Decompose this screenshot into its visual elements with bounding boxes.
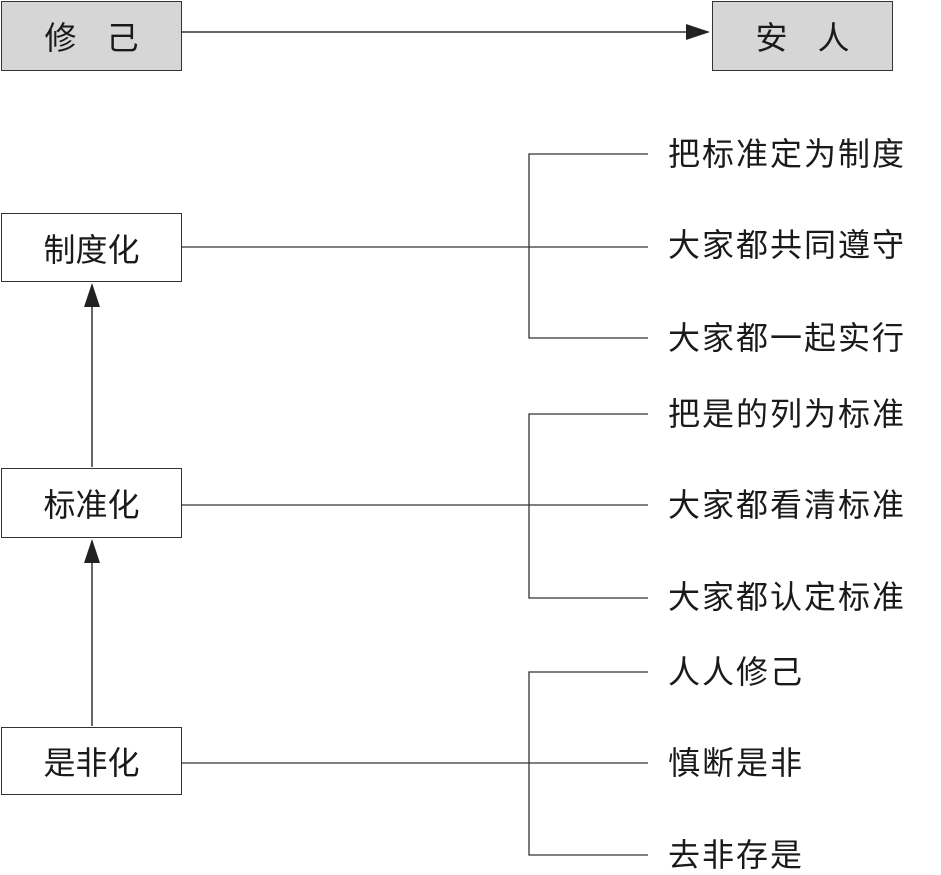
leaf-item: 大家都看清标准 (668, 486, 907, 524)
leaf-item: 慎断是非 (668, 744, 805, 782)
leaf-item: 去非存是 (668, 836, 805, 874)
box-biaozhunhua: 标准化 (1, 468, 182, 538)
box-zhiduhua: 制度化 (1, 213, 182, 282)
leaf-item: 把是的列为标准 (668, 395, 907, 433)
leaf-item: 大家都认定标准 (668, 578, 907, 616)
bracket-2 (528, 413, 648, 599)
leaf-item: 把标准定为制度 (668, 135, 907, 173)
box-shifeihua: 是非化 (1, 727, 182, 795)
bracket-3 (528, 671, 648, 856)
leaf-item: 大家都共同遵守 (668, 226, 907, 264)
box-xiuji: 修己 (1, 1, 182, 71)
box-anren: 安人 (712, 1, 893, 71)
leaf-item: 人人修己 (668, 653, 805, 691)
bracket-1 (528, 153, 648, 339)
leaf-item: 大家都一起实行 (668, 319, 907, 357)
